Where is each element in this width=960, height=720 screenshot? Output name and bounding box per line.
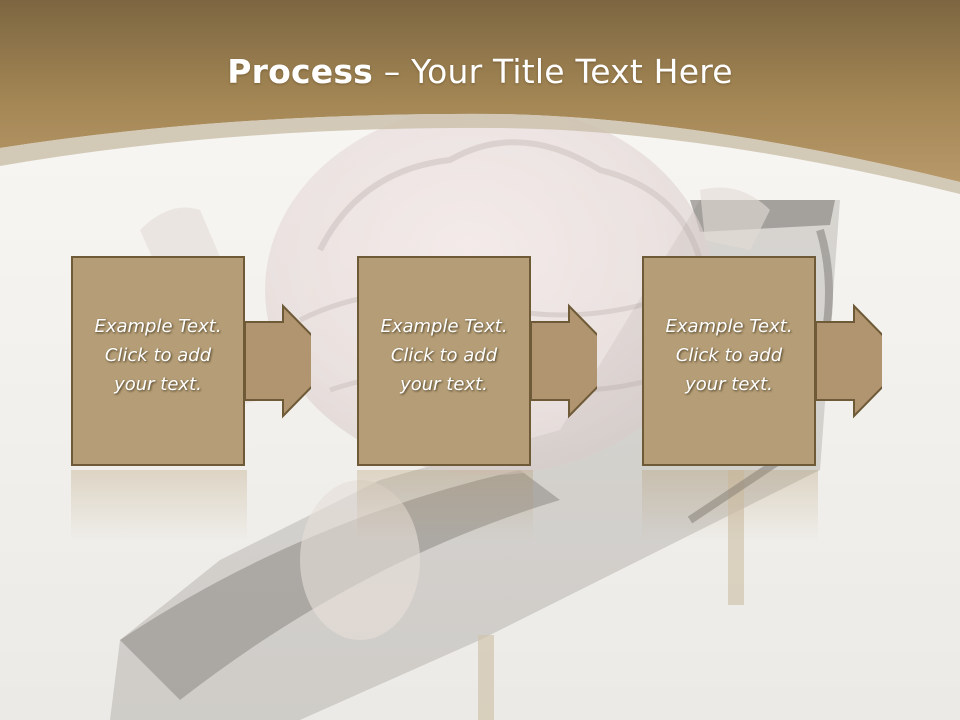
process-step-1[interactable]: Example Text. Click to add your text. — [71, 256, 311, 468]
step-2-line-2: Click to add — [390, 345, 498, 366]
step-1-line-2: Click to add — [104, 345, 212, 366]
step-3-shape — [642, 256, 882, 466]
step-1-line-3: your text. — [114, 374, 202, 395]
title-bold-text: Process — [227, 52, 374, 91]
title-banner — [0, 0, 960, 182]
step-1-shape — [71, 256, 311, 466]
step-2-reflection — [357, 470, 533, 540]
step-3-text[interactable]: Example Text. Click to add your text. — [642, 312, 816, 399]
process-step-3[interactable]: Example Text. Click to add your text. — [642, 256, 882, 468]
step-3-line-3: your text. — [685, 374, 773, 395]
step-1-line-1: Example Text. — [94, 316, 222, 337]
step-3-reflection — [642, 470, 818, 540]
step-2-shape — [357, 256, 597, 466]
slide-title[interactable]: Process – Your Title Text Here — [0, 52, 960, 91]
step-1-text[interactable]: Example Text. Click to add your text. — [71, 312, 245, 399]
step-3-line-1: Example Text. — [665, 316, 793, 337]
step-3-line-2: Click to add — [675, 345, 783, 366]
process-step-2[interactable]: Example Text. Click to add your text. — [357, 256, 597, 468]
step-2-text[interactable]: Example Text. Click to add your text. — [357, 312, 531, 399]
step-2-line-1: Example Text. — [380, 316, 508, 337]
step-2-line-3: your text. — [400, 374, 488, 395]
title-rest-text: – Your Title Text Here — [373, 52, 733, 91]
banner-accent-curve — [0, 113, 960, 194]
step-1-reflection — [71, 470, 247, 540]
